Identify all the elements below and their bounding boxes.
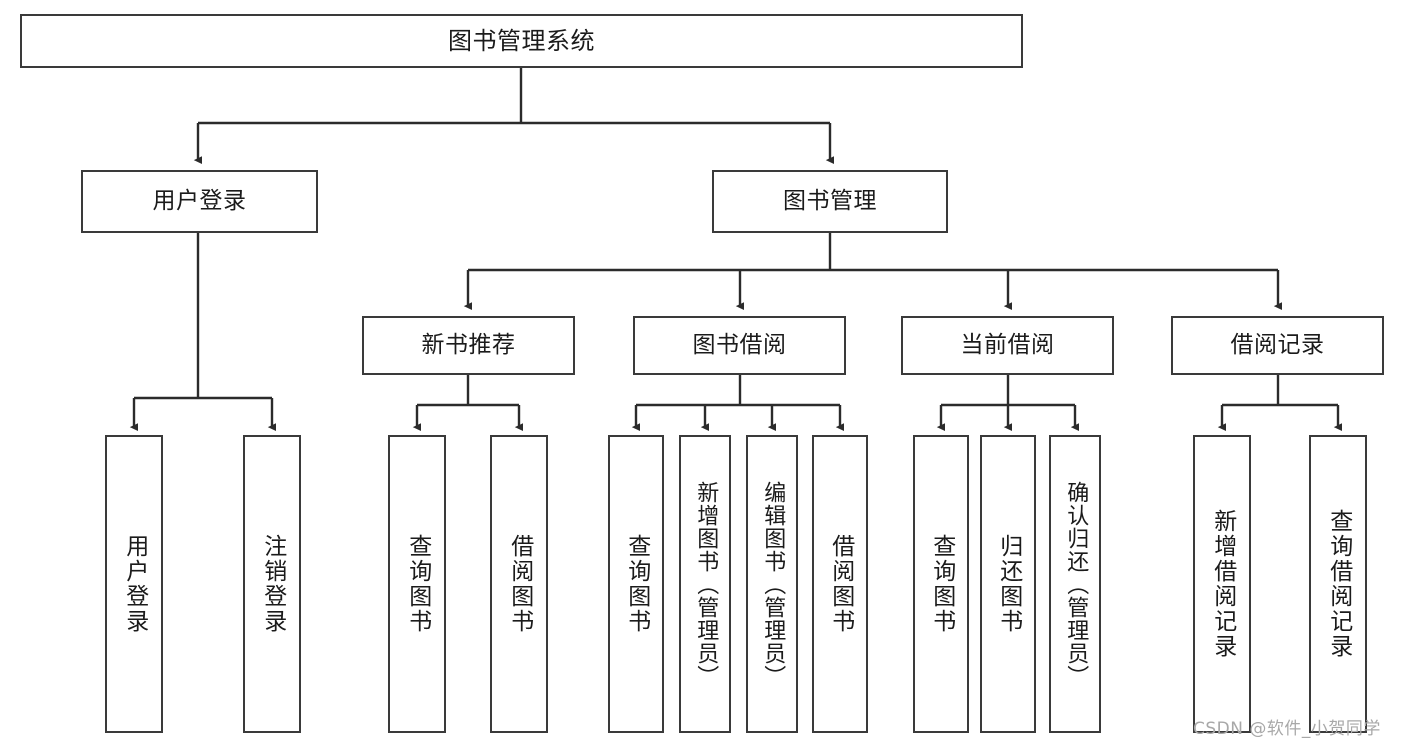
node-leaf-query-record[interactable]: 查询借阅记录	[1309, 435, 1367, 733]
node-label: 图书借阅	[692, 331, 787, 358]
node-label: 图书管理	[783, 187, 877, 214]
csdn-watermark: CSDN @软件_小贺同学	[1193, 719, 1381, 739]
node-label: 新增图书（管理员）	[693, 480, 719, 688]
node-book-borrow[interactable]: 图书借阅	[633, 316, 846, 375]
node-leaf-borrow-book-2[interactable]: 借阅图书	[812, 435, 868, 733]
node-leaf-add-book[interactable]: 新增图书（管理员）	[679, 435, 731, 733]
node-label: 查询图书	[928, 534, 955, 634]
node-label: 编辑图书（管理员）	[760, 480, 786, 688]
node-leaf-query-book-2[interactable]: 查询图书	[608, 435, 664, 733]
node-label: 图书管理系统	[448, 26, 595, 55]
node-label: 当前借阅	[960, 331, 1055, 358]
node-label: 查询图书	[623, 534, 650, 634]
node-root-book-management-system[interactable]: 图书管理系统	[20, 14, 1023, 68]
node-new-book-recommend[interactable]: 新书推荐	[362, 316, 575, 375]
node-leaf-query-book-3[interactable]: 查询图书	[913, 435, 969, 733]
node-label: 借阅记录	[1230, 331, 1325, 358]
node-leaf-add-record[interactable]: 新增借阅记录	[1193, 435, 1251, 733]
node-label: 注销登录	[259, 534, 286, 634]
node-label: 确认归还（管理员）	[1063, 480, 1089, 688]
node-leaf-logout[interactable]: 注销登录	[243, 435, 301, 733]
node-leaf-confirm-return[interactable]: 确认归还（管理员）	[1049, 435, 1101, 733]
node-label: 用户登录	[121, 534, 148, 634]
node-leaf-borrow-book-1[interactable]: 借阅图书	[490, 435, 548, 733]
node-label: 借阅图书	[827, 534, 854, 634]
node-current-borrow[interactable]: 当前借阅	[901, 316, 1114, 375]
node-label: 用户登录	[152, 187, 247, 214]
node-book-management[interactable]: 图书管理	[712, 170, 948, 233]
node-leaf-user-login[interactable]: 用户登录	[105, 435, 163, 733]
node-label: 借阅图书	[506, 534, 533, 634]
node-user-login[interactable]: 用户登录	[81, 170, 318, 233]
node-label: 新书推荐	[421, 331, 516, 358]
node-leaf-edit-book[interactable]: 编辑图书（管理员）	[746, 435, 798, 733]
node-leaf-return-book[interactable]: 归还图书	[980, 435, 1036, 733]
node-borrow-record[interactable]: 借阅记录	[1171, 316, 1384, 375]
node-label: 查询图书	[404, 534, 431, 634]
node-leaf-query-book-1[interactable]: 查询图书	[388, 435, 446, 733]
node-label: 查询借阅记录	[1325, 509, 1352, 659]
node-label: 归还图书	[995, 534, 1022, 634]
node-label: 新增借阅记录	[1209, 509, 1236, 659]
